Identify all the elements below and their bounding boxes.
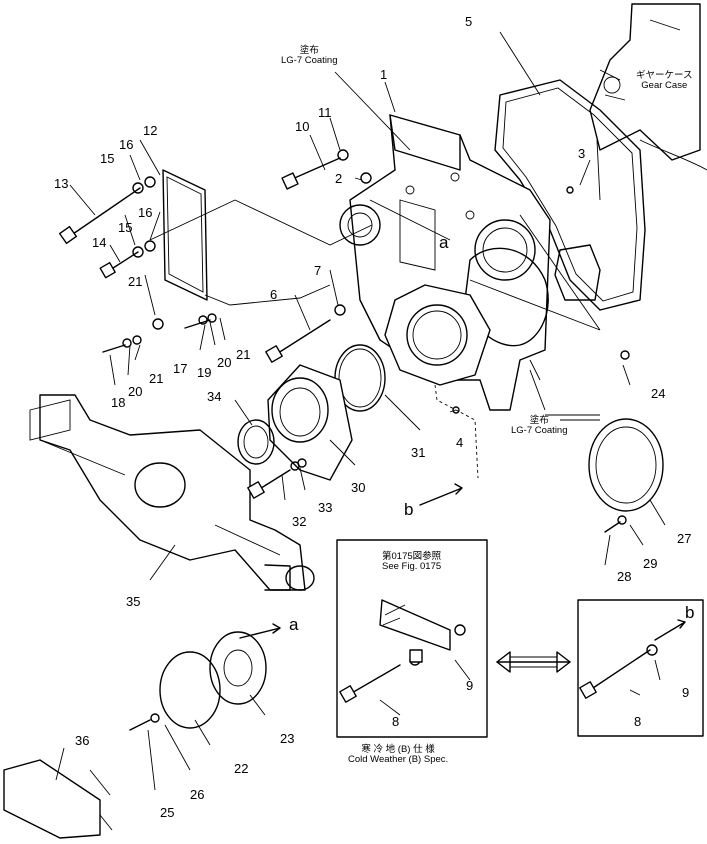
see-fig-jp: 第0175図参照 [382,551,442,562]
ref-letter-a-cover: a [439,233,449,252]
part-number-12: 12 [143,123,158,138]
part-number-34: 34 [207,389,222,404]
part-number-31: 31 [411,445,426,460]
part-number-19: 19 [197,365,212,380]
gear-case-jp: ギヤーケース [636,70,693,81]
coating-callout-mid: 塗布 LG-7 Coating [511,415,568,437]
part-number-33: 33 [318,500,333,515]
see-fig-label: 第0175図参照 See Fig. 0175 [382,551,442,573]
part-number-8-alt: 8 [634,714,642,729]
ref-letter-b-box: b [685,603,695,622]
coating-jp-mid: 塗布 [529,415,549,426]
cold-weather-jp: 寒 冷 地 (B) 仕 様 [361,744,435,755]
bolts [58,157,651,731]
part-number-9-cold: 9 [466,678,474,693]
part-number-21-mid: 21 [149,371,164,386]
heater-36 [3,759,101,839]
hex-flange [384,284,491,386]
ref-letter-a-gasket: a [289,615,299,634]
cold-weather-bracket [379,599,451,663]
part-number-21-top: 21 [128,274,143,289]
part-number-27: 27 [677,531,692,546]
cold-weather-box [336,539,488,738]
part-number-15-low: 15 [118,220,133,235]
part-number-7: 7 [314,263,322,278]
part-number-16-top: 16 [119,137,134,152]
coating-en-mid: LG-7 Coating [511,425,568,437]
part-number-5: 5 [465,14,473,29]
gasket-5 [494,79,646,311]
gasket-23 [209,631,267,705]
coating-jp-top: 塗布 [299,45,319,56]
part-number-30: 30 [351,480,366,495]
part-number-22: 22 [234,761,249,776]
part-number-36: 36 [75,733,90,748]
part-number-14: 14 [92,235,107,250]
part-number-25: 25 [160,805,175,820]
double-arrow [496,651,571,673]
part-number-10: 10 [295,119,310,134]
part-number-2: 2 [335,171,343,186]
gasket-12 [162,169,208,301]
part-number-9-alt: 9 [682,685,690,700]
part-number-32: 32 [292,514,307,529]
part-number-20-left: 20 [128,384,143,399]
part-number-24: 24 [651,386,666,401]
gear-case-label: ギヤーケース Gear Case [636,70,693,92]
plate-3 [554,244,601,301]
cold-weather-en: Cold Weather (B) Spec. [348,754,449,766]
part-number-28: 28 [617,569,632,584]
part-number-26: 26 [190,787,205,802]
part-number-18: 18 [111,395,126,410]
gear-case-en: Gear Case [641,80,688,92]
part-number-20-right: 20 [217,355,232,370]
part-number-17: 17 [173,361,188,376]
alt-detail-box [577,599,704,737]
part-number-13: 13 [54,176,69,191]
coating-callout-top: 塗布 LG-7 Coating [281,45,338,67]
part-number-3: 3 [578,146,586,161]
part-number-21-right: 21 [236,347,251,362]
part-number-15-top: 15 [100,151,115,166]
seal-housing-30 [267,364,353,481]
part-number-29: 29 [643,556,658,571]
seal-34 [237,419,275,465]
part-number-16-low: 16 [138,205,153,220]
ref-letter-b-arrow: b [404,500,414,519]
part-number-11: 11 [318,105,332,120]
part-number-8-cold: 8 [392,714,400,729]
part-number-23: 23 [280,731,295,746]
cover-27 [588,418,664,512]
part-number-35: 35 [126,594,141,609]
part-number-6: 6 [270,287,278,302]
leader-lines [55,31,686,796]
cover-22 [159,651,221,729]
part-number-4: 4 [456,435,464,450]
coating-en-top: LG-7 Coating [281,55,338,67]
see-fig-en: See Fig. 0175 [382,561,442,573]
cold-weather-label: 寒 冷 地 (B) 仕 様 Cold Weather (B) Spec. [348,744,449,766]
bracket-35 [29,394,315,591]
part-number-1: 1 [380,67,388,82]
gear-case [589,3,707,171]
